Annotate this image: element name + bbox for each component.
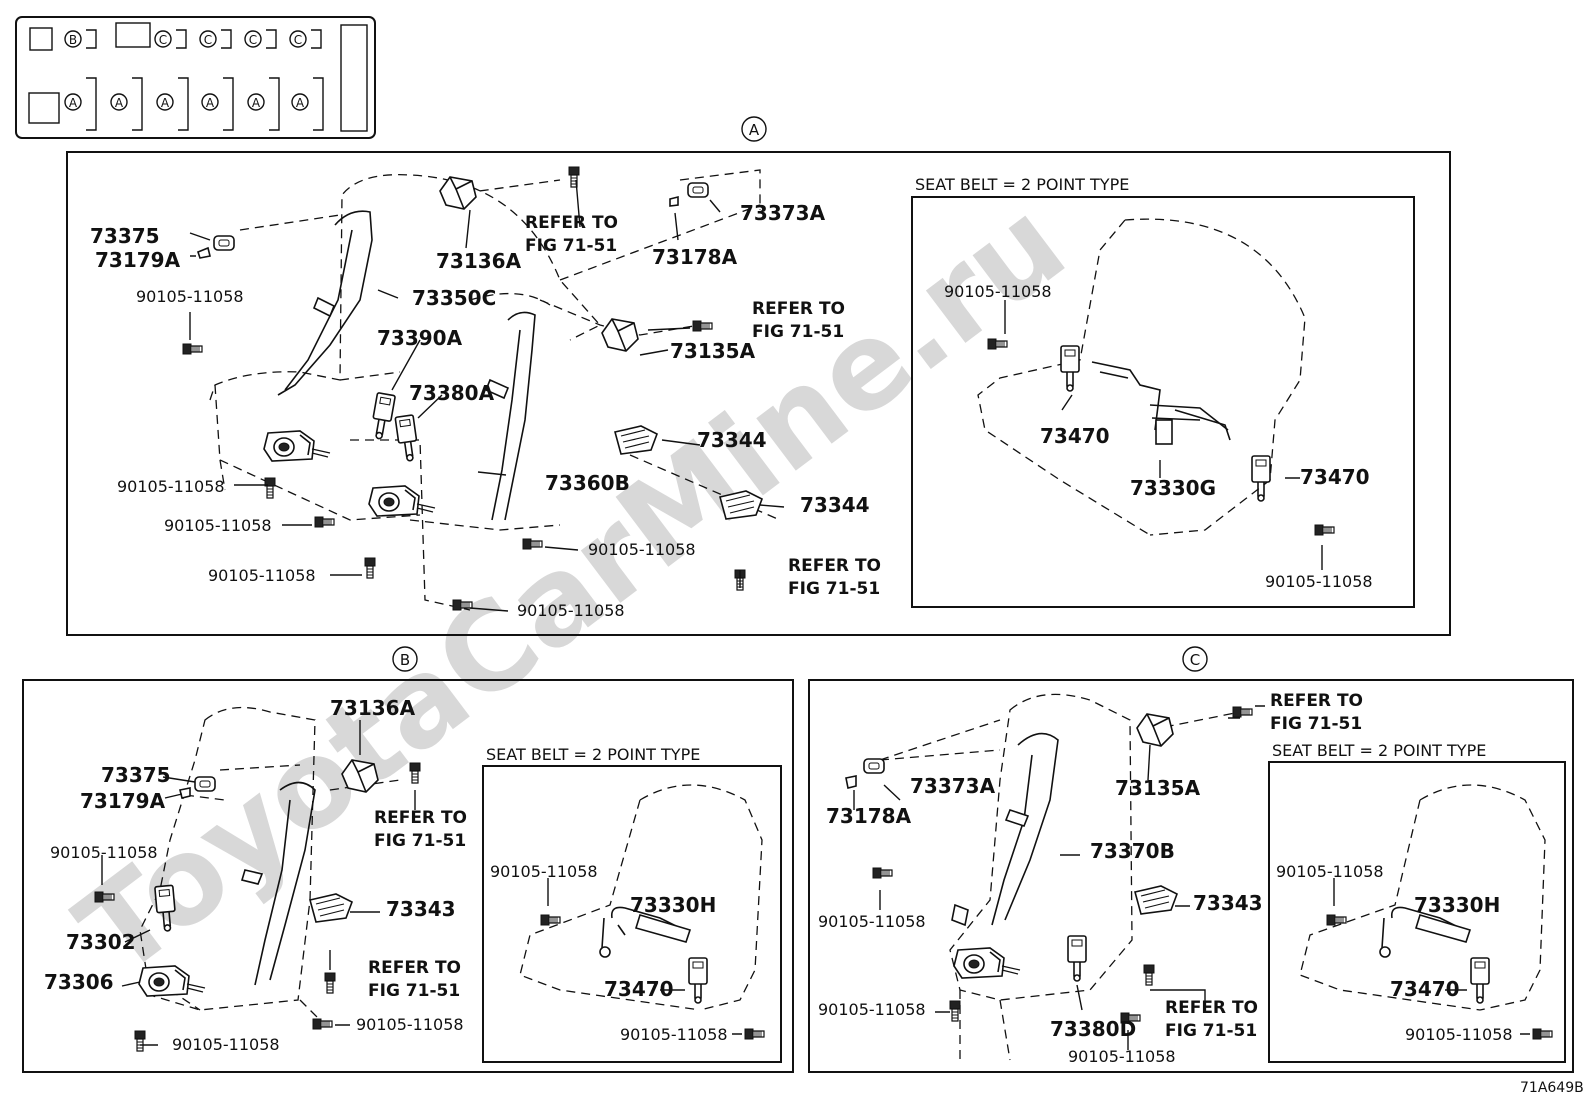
label-bolt: 90105-11058 xyxy=(356,1015,464,1034)
section-b-marker: B xyxy=(400,651,410,669)
refer-fig-label: FIG 71-51 xyxy=(788,579,880,599)
label-bolt: 90105-11058 xyxy=(117,477,225,496)
label-73375: 73375 xyxy=(101,763,171,787)
section-a-frame xyxy=(66,151,1451,636)
index-letter: A xyxy=(206,96,215,110)
section-c: C REFER TO FIG 71-51 73373A 73135A 73178… xyxy=(808,646,1574,1073)
index-letter: A xyxy=(296,96,305,110)
label-73330h: 73330H xyxy=(630,893,716,917)
section-b: B 73136A 73375 73179A REFER TO FIG 71-51… xyxy=(22,646,794,1073)
inset-title: SEAT BELT = 2 POINT TYPE xyxy=(486,745,700,764)
label-73373a: 73373A xyxy=(740,201,826,225)
label-73343: 73343 xyxy=(386,897,456,921)
section-a: A xyxy=(66,116,1451,636)
index-letter: C xyxy=(249,33,257,47)
label-bolt: 90105-11058 xyxy=(517,601,625,620)
label-bolt: 90105-11058 xyxy=(172,1035,280,1054)
label-73344: 73344 xyxy=(697,428,767,452)
section-b-frame xyxy=(22,679,794,1073)
label-bolt: 90105-11058 xyxy=(620,1025,728,1044)
refer-to-label: REFER TO xyxy=(788,556,881,576)
label-73136a: 73136A xyxy=(330,696,416,720)
inset-title: SEAT BELT = 2 POINT TYPE xyxy=(915,175,1129,194)
refer-fig-label: FIG 71-51 xyxy=(525,236,617,256)
label-bolt: 90105-11058 xyxy=(818,912,926,931)
inset-a-2-point: SEAT BELT = 2 POINT TYPE 90105-11058 734… xyxy=(911,175,1415,608)
label-bolt: 90105-11058 xyxy=(818,1000,926,1019)
label-73178a: 73178A xyxy=(652,245,738,269)
inset-c-2-point: SEAT BELT = 2 POINT TYPE 90105-11058 733… xyxy=(1268,741,1566,1063)
label-73306: 73306 xyxy=(44,970,114,994)
label-73470: 73470 xyxy=(1040,424,1110,448)
label-bolt: 90105-11058 xyxy=(1265,572,1373,591)
index-letter: A xyxy=(69,96,78,110)
label-bolt: 90105-11058 xyxy=(588,540,696,559)
inset-title: SEAT BELT = 2 POINT TYPE xyxy=(1272,741,1486,760)
section-c-marker: C xyxy=(1190,651,1200,669)
label-73470: 73470 xyxy=(1390,977,1460,1001)
label-73135a: 73135A xyxy=(670,339,756,363)
refer-fig-label: FIG 71-51 xyxy=(752,322,844,342)
index-letter: C xyxy=(159,33,167,47)
label-bolt: 90105-11058 xyxy=(50,843,158,862)
label-73344: 73344 xyxy=(800,493,870,517)
label-73470: 73470 xyxy=(604,977,674,1001)
index-row-1: B C C C C xyxy=(64,29,322,49)
section-c-frame xyxy=(808,679,1574,1073)
label-bolt: 90105-11058 xyxy=(944,282,1052,301)
label-73179a: 73179A xyxy=(95,248,181,272)
refer-fig-label: FIG 71-51 xyxy=(1270,714,1362,734)
label-bolt: 90105-11058 xyxy=(208,566,316,585)
label-73380a: 73380A xyxy=(409,381,495,405)
label-73302: 73302 xyxy=(66,930,136,954)
label-73380d: 73380D xyxy=(1050,1017,1136,1041)
refer-to-label: REFER TO xyxy=(374,808,467,828)
label-bolt: 90105-11058 xyxy=(1068,1047,1176,1066)
figure-code: 71A649B xyxy=(1520,1080,1584,1096)
index-letter: A xyxy=(161,96,170,110)
refer-fig-label: FIG 71-51 xyxy=(374,831,466,851)
label-73178a: 73178A xyxy=(826,804,912,828)
label-bolt: 90105-11058 xyxy=(490,862,598,881)
label-73135a: 73135A xyxy=(1115,776,1201,800)
index-row-2: A A A A A A xyxy=(64,77,324,131)
label-bolt: 90105-11058 xyxy=(136,287,244,306)
label-73470: 73470 xyxy=(1300,465,1370,489)
refer-to-label: REFER TO xyxy=(525,213,618,233)
label-73360b: 73360B xyxy=(545,471,630,495)
refer-to-label: REFER TO xyxy=(368,958,461,978)
label-73179a: 73179A xyxy=(80,789,166,813)
refer-to-label: REFER TO xyxy=(752,299,845,319)
section-a-marker: A xyxy=(749,121,760,139)
inset-b-2-point: SEAT BELT = 2 POINT TYPE 90105-11058 733… xyxy=(482,745,782,1063)
label-73330h: 73330H xyxy=(1414,893,1500,917)
index-letter: C xyxy=(204,33,212,47)
label-73136a: 73136A xyxy=(436,249,522,273)
label-73350c: 73350C xyxy=(412,286,496,310)
label-bolt: 90105-11058 xyxy=(1276,862,1384,881)
index-letter: C xyxy=(294,33,302,47)
refer-fig-label: FIG 71-51 xyxy=(1165,1021,1257,1041)
label-bolt: 90105-11058 xyxy=(1405,1025,1513,1044)
refer-fig-label: FIG 71-51 xyxy=(368,981,460,1001)
refer-to-label: REFER TO xyxy=(1165,998,1258,1018)
label-73343: 73343 xyxy=(1193,891,1263,915)
index-letter: A xyxy=(252,96,261,110)
index-letter: A xyxy=(115,96,124,110)
index-map: B C C C C A A A A A A xyxy=(15,16,376,139)
label-bolt: 90105-11058 xyxy=(164,516,272,535)
label-73370b: 73370B xyxy=(1090,839,1175,863)
label-73330g: 73330G xyxy=(1130,476,1216,500)
index-letter: B xyxy=(69,33,77,47)
refer-to-label: REFER TO xyxy=(1270,691,1363,711)
label-73375: 73375 xyxy=(90,224,160,248)
label-73373a: 73373A xyxy=(910,774,996,798)
label-73390a: 73390A xyxy=(377,326,463,350)
